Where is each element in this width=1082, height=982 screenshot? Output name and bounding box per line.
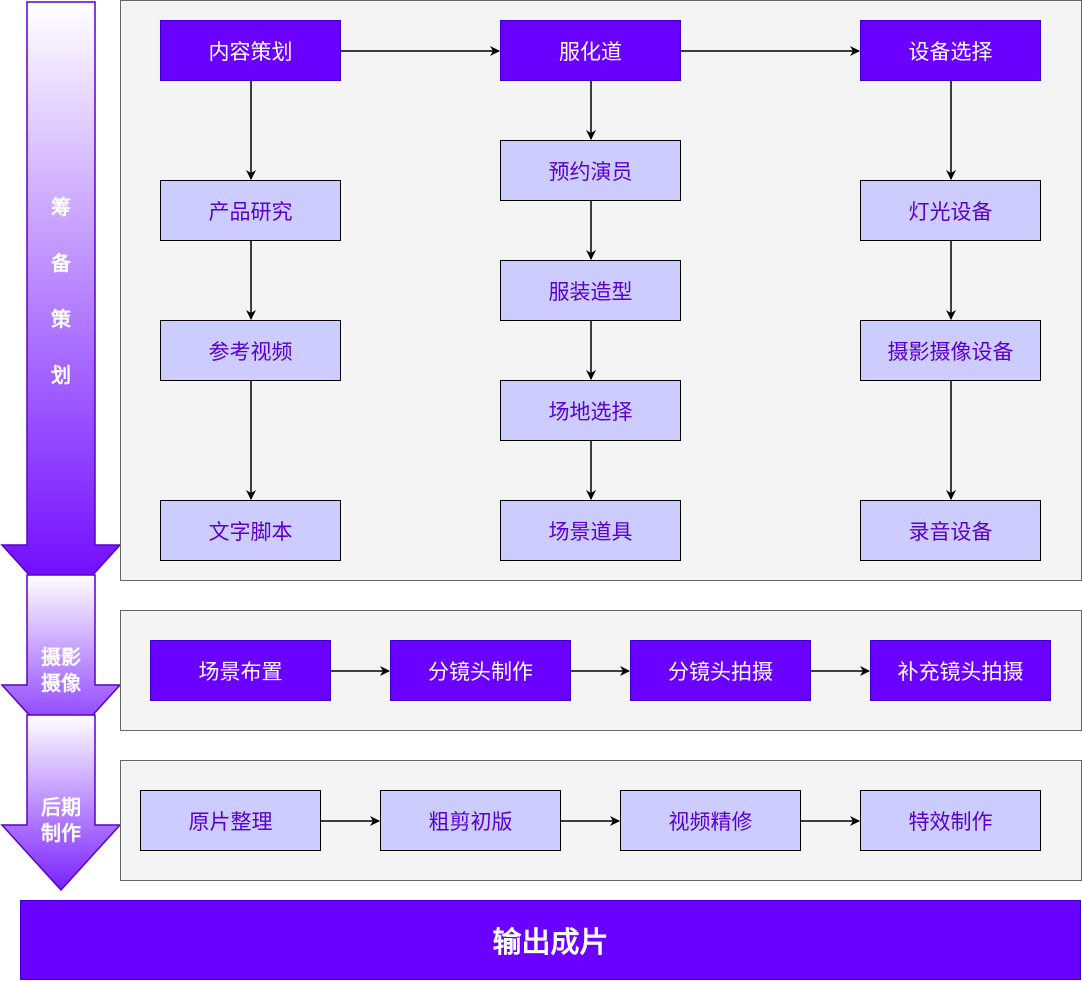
node-storyboard-shooting: 分镜头拍摄: [630, 640, 811, 701]
node-final-output: 输出成片: [20, 900, 1081, 980]
node-footage-organizing: 原片整理: [140, 790, 321, 851]
node-text-script: 文字脚本: [160, 500, 341, 561]
post-stage-label: 后期 制作: [41, 795, 81, 845]
post-stage-arrow: [0, 714, 122, 892]
node-book-actors: 预约演员: [500, 140, 681, 201]
node-scene-setup: 场景布置: [150, 640, 331, 701]
node-rough-cut: 粗剪初版: [380, 790, 561, 851]
node-supplementary-shooting: 补充镜头拍摄: [870, 640, 1051, 701]
node-scene-props: 场景道具: [500, 500, 681, 561]
node-styling-props: 服化道: [500, 20, 681, 81]
node-reference-video: 参考视频: [160, 320, 341, 381]
node-content-planning: 内容策划: [160, 20, 341, 81]
node-camera-equipment: 摄影摄像设备: [860, 320, 1041, 381]
shoot-stage-label: 摄影 摄像: [41, 645, 81, 695]
node-audio-equipment: 录音设备: [860, 500, 1041, 561]
node-equipment-selection: 设备选择: [860, 20, 1041, 81]
node-lighting-equipment: 灯光设备: [860, 180, 1041, 241]
node-video-refinement: 视频精修: [620, 790, 801, 851]
node-storyboard-making: 分镜头制作: [390, 640, 571, 701]
node-vfx-production: 特效制作: [860, 790, 1041, 851]
node-location-selection: 场地选择: [500, 380, 681, 441]
node-costume-styling: 服装造型: [500, 260, 681, 321]
node-product-research: 产品研究: [160, 180, 341, 241]
prep-stage-label: 筹 备 策 划: [51, 195, 71, 387]
